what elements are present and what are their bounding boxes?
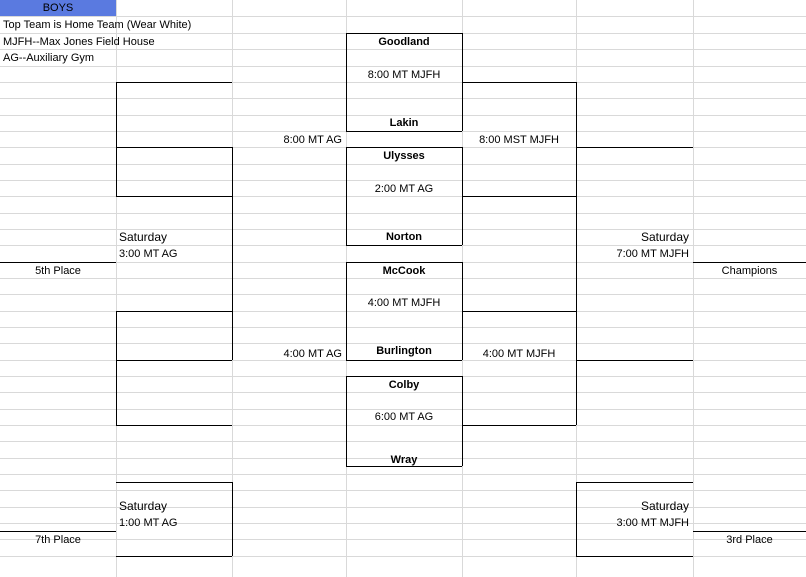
qf2-time: 2:00 MT AG [374,183,434,195]
qf2-box-bottom [346,245,462,246]
consolation-sf2-time: 4:00 MT AG [283,348,343,360]
sf1-bracket-top [462,82,576,83]
qf3-team-bottom: Burlington [376,345,432,357]
qf1-team-bottom: Lakin [389,117,419,129]
championship-bracket-bottom [576,360,693,361]
seventh-place-bracket-bottom [116,556,232,557]
seventh-place-time: 1:00 MT AG [119,517,178,529]
qf4-box-right [462,376,463,466]
qf1-box-bottom [346,131,462,132]
qf3-box-left [346,262,347,360]
seventh-place-day: Saturday [119,499,168,513]
qf1-time: 8:00 MT MJFH [367,69,441,81]
fifth-place-bracket-right [232,147,233,360]
seventh-place-result-label: 7th Place [35,534,81,546]
qf4-team-bottom: Wray [390,454,418,466]
third-place-bracket-left [576,482,577,556]
championship-bracket-top [576,147,693,148]
consolation-sf2-left [116,311,117,425]
fifth-place-result-line [0,262,116,263]
qf3-box-bottom [346,360,462,361]
seventh-place-result-line [0,531,116,532]
legend-note-1: MJFH--Max Jones Field House [3,36,155,48]
sf2-bracket-top [462,311,576,312]
consolation-sf1-left [116,82,117,196]
qf4-box-left [346,376,347,466]
third-place-bracket-bottom [576,556,693,557]
qf1-box-left [346,33,347,131]
sf2-bracket-right [576,311,577,425]
sf2-time: 4:00 MT MJFH [482,348,556,360]
qf4-box-top [346,376,462,377]
championship-result-label: Champions [721,265,778,277]
consolation-sf1-bottom [116,196,232,197]
sf1-bracket-right [576,82,577,196]
seventh-place-bracket-right [232,482,233,556]
seventh-place-bracket-top [116,482,232,483]
consolation-sf1-time: 8:00 MT AG [283,134,343,146]
third-place-result-line [693,531,806,532]
qf4-team-top: Colby [388,379,420,391]
championship-result-line [693,262,806,263]
qf4-box-bottom [346,466,462,467]
legend-note-0: Top Team is Home Team (Wear White) [3,19,192,31]
qf4-time: 6:00 MT AG [374,411,434,423]
qf2-team-top: Ulysses [383,150,425,162]
legend-note-2: AG--Auxiliary Gym [3,52,95,64]
fifth-place-day: Saturday [119,230,168,244]
championship-time: 7:00 MT MJFH [616,248,689,260]
third-place-result-label: 3rd Place [726,534,773,546]
fifth-place-bracket-top [116,147,232,148]
consolation-sf1-top [116,82,232,83]
sf1-time: 8:00 MST MJFH [479,134,559,146]
qf2-box-left [346,147,347,245]
sf2-bracket-bottom [462,425,576,426]
consolation-sf2-top [116,311,232,312]
qf2-box-top [346,147,462,148]
fifth-place-result-label: 5th Place [35,265,81,277]
fifth-place-bracket-bottom [116,360,232,361]
qf1-box-top [346,33,462,34]
championship-day: Saturday [640,230,689,244]
fifth-place-time: 3:00 MT AG [119,248,178,260]
qf2-team-bottom: Norton [385,231,423,243]
third-place-time: 3:00 MT MJFH [616,517,689,529]
qf3-time: 4:00 MT MJFH [367,297,441,309]
sf1-bracket-bottom [462,196,576,197]
championship-bracket-left [576,147,577,360]
qf3-team-top: McCook [382,265,426,277]
consolation-sf2-bottom [116,425,232,426]
third-place-day: Saturday [640,499,689,513]
page-title-banner: BOYS [0,0,116,16]
qf1-team-top: Goodland [378,36,430,48]
qf3-box-top [346,262,462,263]
third-place-bracket-top [576,482,693,483]
